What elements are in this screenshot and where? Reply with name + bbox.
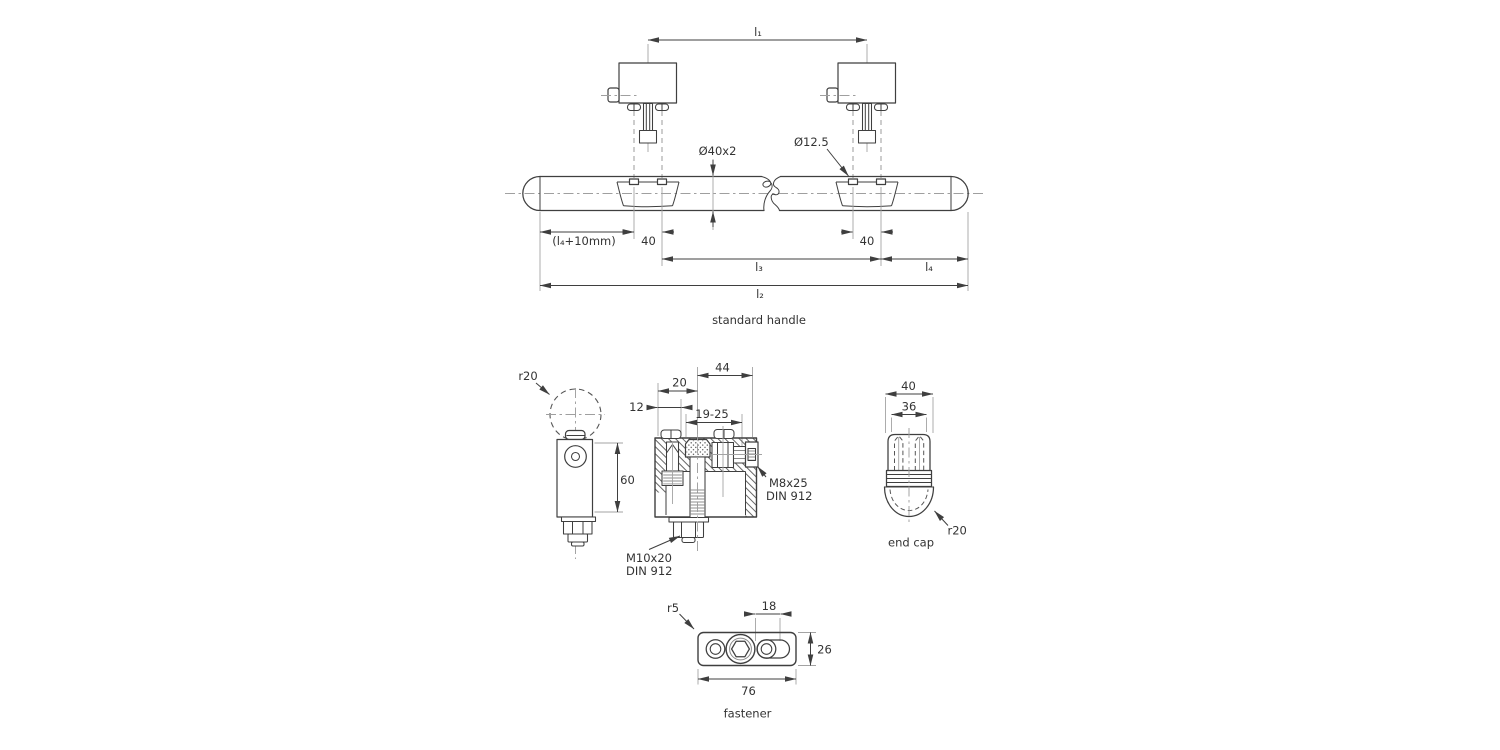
bottom-screw-standard-label: DIN 912 — [626, 564, 672, 578]
bracket-section-view: 44 20 12 19-25 — [626, 361, 812, 579]
dim-l4plus-label: (l₄+10mm) — [552, 234, 615, 248]
standard-handle-caption: standard handle — [712, 313, 806, 327]
washer — [668, 516, 710, 523]
dim-36-endcap-label: 36 — [902, 400, 917, 414]
dim-l3-label: l₃ — [755, 260, 763, 274]
dim-height-60: 60 — [594, 442, 635, 513]
dim-l2-label: l₂ — [756, 287, 764, 301]
bracket-side-view: r20 60 — [518, 369, 635, 559]
dim-26: 26 — [798, 632, 832, 666]
mounting-bracket-right — [819, 43, 897, 179]
clamp-block-section — [654, 424, 762, 552]
end-cap-caption: end cap — [888, 536, 934, 550]
dim-26-label: 26 — [817, 643, 832, 657]
dome — [883, 486, 935, 518]
fastener-caption: fastener — [724, 707, 772, 721]
dim-row-l3-l4: l₃ l₄ — [661, 256, 969, 274]
dim-36-endcap: 36 — [891, 400, 927, 418]
dim-l4-label: l₄ — [925, 260, 933, 274]
dim-40-right-label: 40 — [860, 234, 875, 248]
end-cap-view: 40 36 r20 end cap — [883, 379, 967, 550]
dim-60-label: 60 — [620, 473, 635, 487]
r5-label: r5 — [667, 601, 679, 615]
end-cap-body — [883, 428, 935, 524]
dim-12-label: 12 — [629, 400, 644, 414]
dim-hole-diameter: Ø12.5 — [794, 135, 849, 177]
side-screw-callout: M8x25 DIN 912 — [757, 466, 812, 503]
fastener-view: r5 18 26 — [667, 599, 832, 721]
dim-l1-label: l₁ — [754, 25, 762, 39]
dim-12: 12 — [629, 400, 693, 414]
plate-hole-left — [705, 639, 726, 659]
handle-tube-left — [522, 175, 773, 212]
dim-76: 76 — [697, 669, 797, 698]
dim-row-offsets: (l₄+10mm) 40 40 — [539, 229, 893, 248]
hex-socket — [730, 640, 751, 658]
mount-hole — [847, 178, 859, 186]
dim-40-endcap: 40 — [885, 379, 934, 397]
side-screw-standard-label: DIN 912 — [766, 489, 812, 503]
fastener-plate — [697, 631, 797, 667]
dim-20-label: 20 — [672, 376, 687, 390]
extension-lines — [539, 187, 969, 291]
tube-break-left — [761, 176, 773, 211]
prong — [914, 435, 925, 471]
tube-diameter-label: Ø40x2 — [699, 144, 737, 158]
radius-r20-endcap: r20 — [934, 510, 967, 538]
washer — [560, 516, 597, 523]
dim-18-label: 18 — [762, 599, 777, 613]
dim-l1: l₁ — [647, 25, 868, 43]
dim-40-endcap-label: 40 — [901, 379, 916, 393]
mount-hole — [656, 178, 668, 186]
dim-19-25-label: 19-25 — [695, 407, 728, 421]
tube-break-right — [770, 176, 781, 211]
prong — [894, 435, 904, 471]
bottom-screw-callout: M10x20 DIN 912 — [626, 535, 681, 578]
r20-endcap-label: r20 — [948, 524, 967, 538]
handle-tube-right — [770, 175, 969, 212]
dim-44: 44 — [697, 361, 753, 379]
dim-19-25: 19-25 — [685, 407, 743, 426]
bottom-screw-label: M10x20 — [626, 551, 672, 565]
dim-tube-diameter: Ø40x2 — [699, 144, 737, 230]
radius-r20-label: r20 — [518, 369, 537, 383]
dim-row-l2: l₂ — [539, 282, 969, 301]
plate-hole-center — [725, 633, 756, 665]
hole-diameter-label: Ø12.5 — [794, 135, 829, 149]
dim-44-label: 44 — [715, 361, 730, 375]
side-screw-label: M8x25 — [769, 476, 808, 490]
dim-18: 18 — [743, 599, 792, 641]
dim-20: 20 — [657, 376, 698, 394]
mount-hole — [875, 178, 887, 186]
mounting-bracket-left — [600, 43, 678, 179]
bottom-screw-tip — [681, 536, 696, 544]
standard-handle-view: l₁ — [505, 25, 985, 327]
bolt-tip — [570, 541, 585, 547]
hex-nut — [562, 520, 593, 535]
dim-76-label: 76 — [741, 684, 756, 698]
radius-r5-callout: r5 — [667, 601, 695, 630]
bolt-head — [567, 533, 589, 543]
mount-hole — [628, 178, 640, 186]
bottom-screw-head — [672, 521, 705, 539]
dim-40-left-label: 40 — [641, 234, 656, 248]
